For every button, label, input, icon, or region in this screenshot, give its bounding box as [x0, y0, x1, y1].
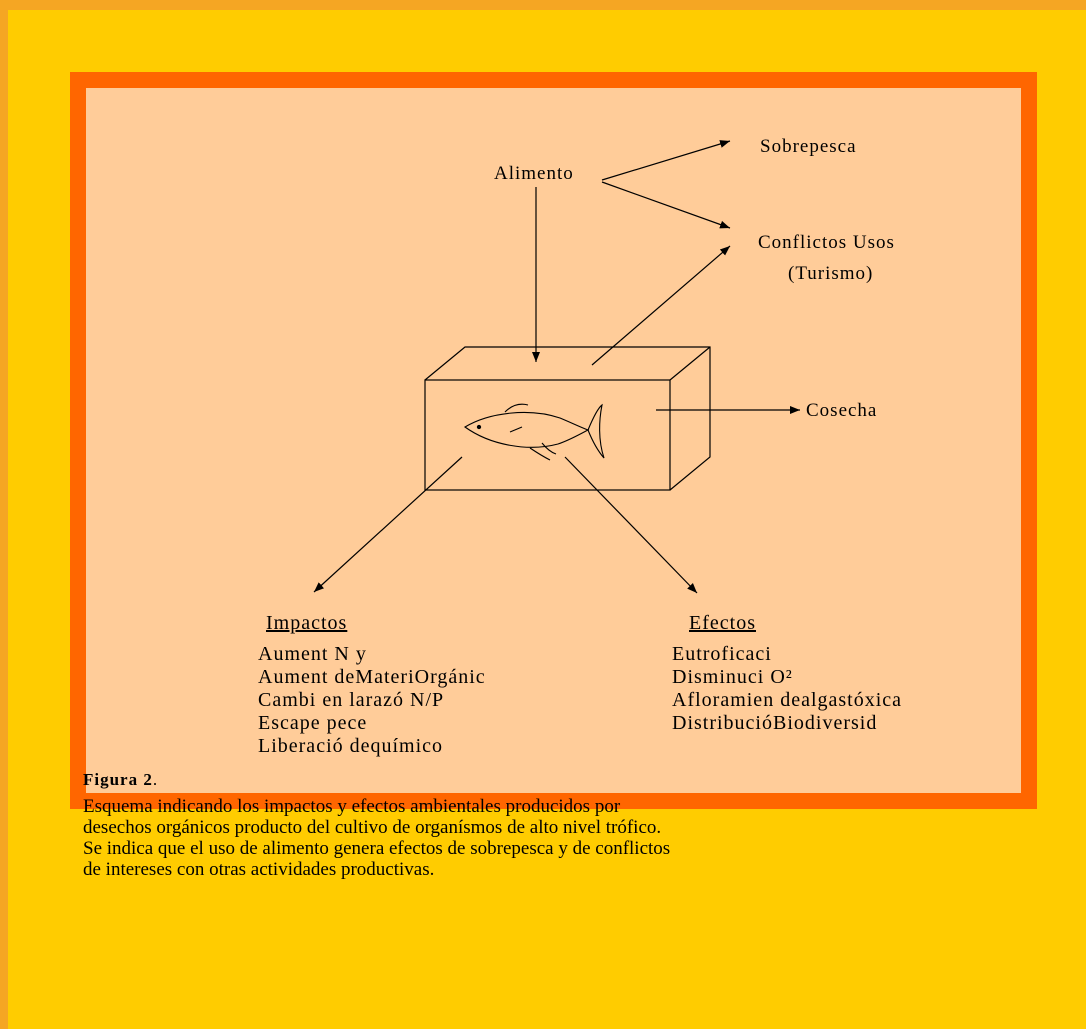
fish-cage-box	[424, 346, 711, 491]
caption-line: desechos orgánicos producto del cultivo …	[83, 817, 662, 838]
arrow-alimento-sobrepesca	[601, 140, 731, 181]
caption-line: de intereses con otras actividades produ…	[83, 859, 435, 880]
efectos-item: Eutroficaci	[672, 643, 772, 665]
node-cosecha: Cosecha	[806, 400, 878, 421]
node-sobrepesca: Sobrepesca	[760, 136, 857, 157]
impactos-item: Aument N y	[258, 643, 367, 665]
figure-caption: Figura 2. Esquema indicando los impactos…	[83, 770, 1023, 880]
efectos-item: DistribucióBiodiversid	[672, 712, 878, 734]
efectos-heading: Efectos	[689, 612, 756, 634]
impactos-item: Liberació dequímico	[258, 735, 444, 757]
efectos-block: Efectos Eutroficaci Disminuci O² Afloram…	[672, 612, 902, 735]
efectos-item: Disminuci O²	[672, 666, 793, 688]
arrow-box-impactos	[313, 456, 463, 593]
node-turismo: (Turismo)	[788, 263, 874, 284]
impactos-block: Impactos Aument N y Aument deMateriOrgán…	[258, 612, 486, 758]
caption-line: Se indica que el uso de alimento genera …	[83, 838, 671, 859]
caption-line: Esquema indicando los impactos y efectos…	[83, 796, 621, 817]
efectos-item: Afloramien dealgastóxica	[672, 689, 903, 711]
node-alimento: Alimento	[494, 163, 574, 184]
inner-panel	[70, 72, 1037, 809]
node-conflictos-usos: Conflictos Usos	[758, 232, 895, 253]
caption-body: Esquema indicando los impactos y efectos…	[83, 796, 1023, 880]
fish-icon	[463, 403, 605, 461]
impactos-item: Cambi en larazó N/P	[258, 689, 445, 711]
arrow-box-conflictos	[591, 245, 731, 366]
arrow-box-efectos	[564, 456, 698, 594]
caption-title-text: Figura 2	[83, 770, 153, 789]
arrow-alimento-conflictos	[601, 181, 731, 229]
caption-title-suffix: .	[152, 770, 159, 789]
impactos-heading: Impactos	[266, 612, 348, 634]
impactos-item: Aument deMateriOrgánic	[258, 666, 486, 688]
impactos-item: Escape pece	[258, 712, 368, 734]
caption-title: Figura 2.	[83, 770, 1023, 790]
